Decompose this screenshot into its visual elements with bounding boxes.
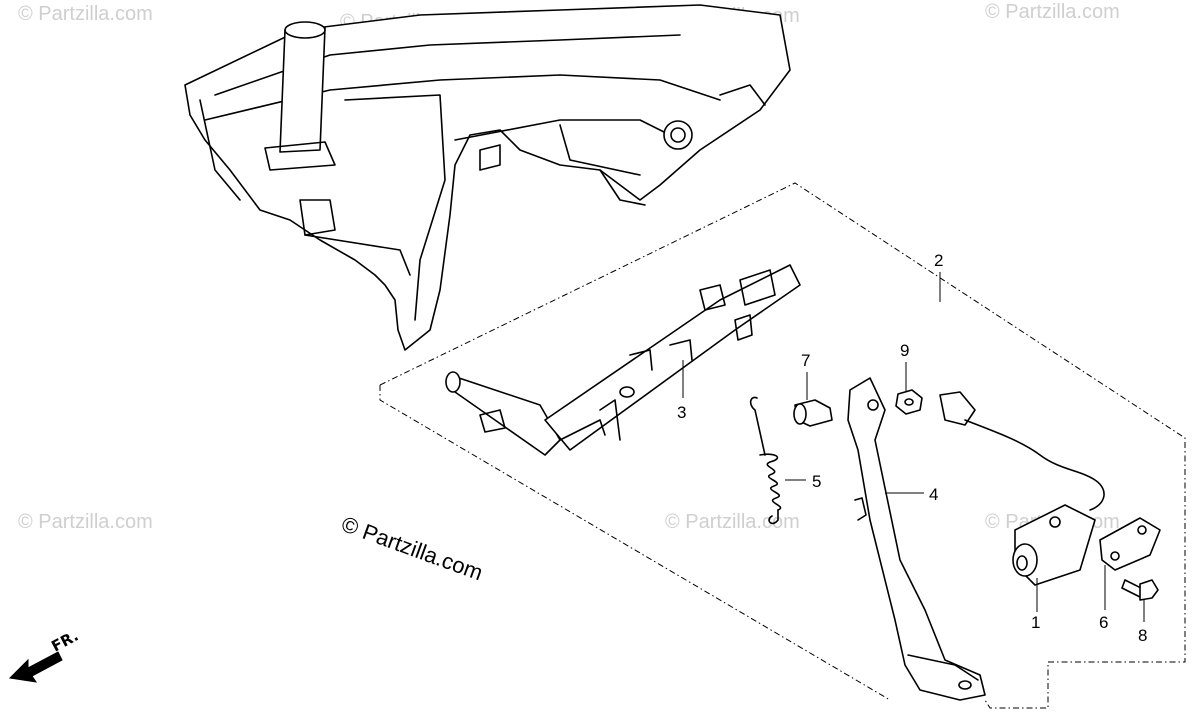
- part-6-plate: [1099, 517, 1161, 571]
- watermark: © Partzilla.com: [665, 511, 800, 533]
- part-9-nut: [895, 389, 923, 415]
- part-1-side-stand-switch: [939, 391, 1105, 586]
- callout-2: 2: [934, 251, 943, 270]
- assembly-boundary-left: [379, 385, 891, 701]
- callout-3: 3: [677, 403, 686, 422]
- copyright-notice: © Partzilla.com: [338, 511, 486, 585]
- callout-labels: 2 3 7 9 5 4 1 6 8: [677, 251, 1147, 645]
- callout-5: 5: [812, 472, 821, 491]
- part-7-bolt: [793, 399, 833, 427]
- callout-1: 1: [1031, 613, 1040, 632]
- callout-6: 6: [1099, 613, 1108, 632]
- front-direction-arrow-icon: FR.: [8, 627, 81, 683]
- watermark: © Partzilla.com: [18, 3, 153, 25]
- frame-illustration: [184, 4, 791, 351]
- watermark: © Partzilla.com: [985, 1, 1120, 23]
- callout-4: 4: [929, 485, 938, 504]
- watermark: © Partzilla.com: [18, 511, 153, 533]
- part-5-spring: [749, 396, 782, 525]
- callout-7: 7: [801, 351, 810, 370]
- assembly-boundary: [379, 182, 1186, 709]
- part-3-stand-bracket: [445, 264, 801, 456]
- part-4-side-stand: [847, 377, 986, 701]
- front-label: FR.: [48, 627, 81, 656]
- callout-8: 8: [1138, 626, 1147, 645]
- part-8-bolt: [1121, 579, 1159, 601]
- callout-9: 9: [900, 341, 909, 360]
